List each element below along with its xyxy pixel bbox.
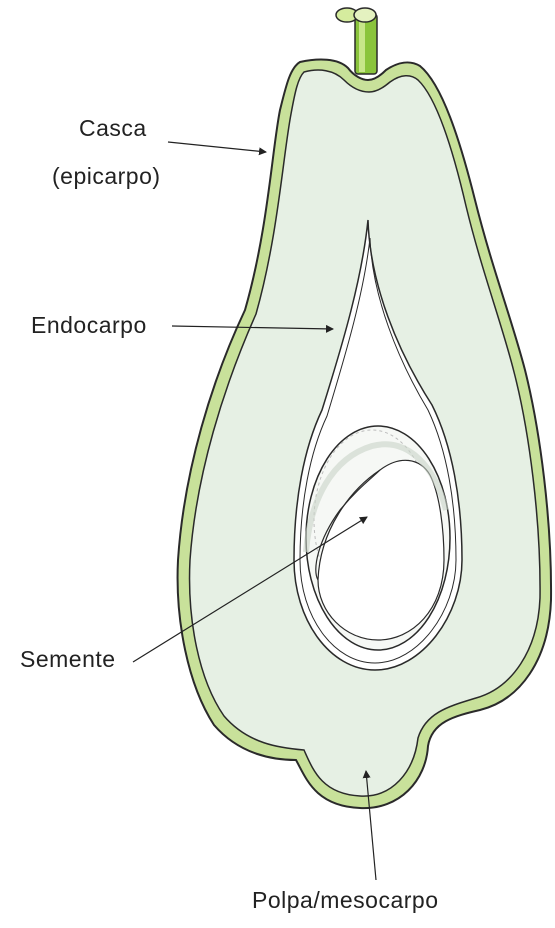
label-endocarpo: Endocarpo [31,311,147,340]
seed [306,426,450,650]
label-semente: Semente [20,645,116,674]
label-polpa-mesocarpo: Polpa/mesocarpo [252,886,439,915]
label-casca: Casca [79,114,147,143]
casca-leader [168,142,266,152]
label-epicarpo: (epicarpo) [52,162,161,191]
